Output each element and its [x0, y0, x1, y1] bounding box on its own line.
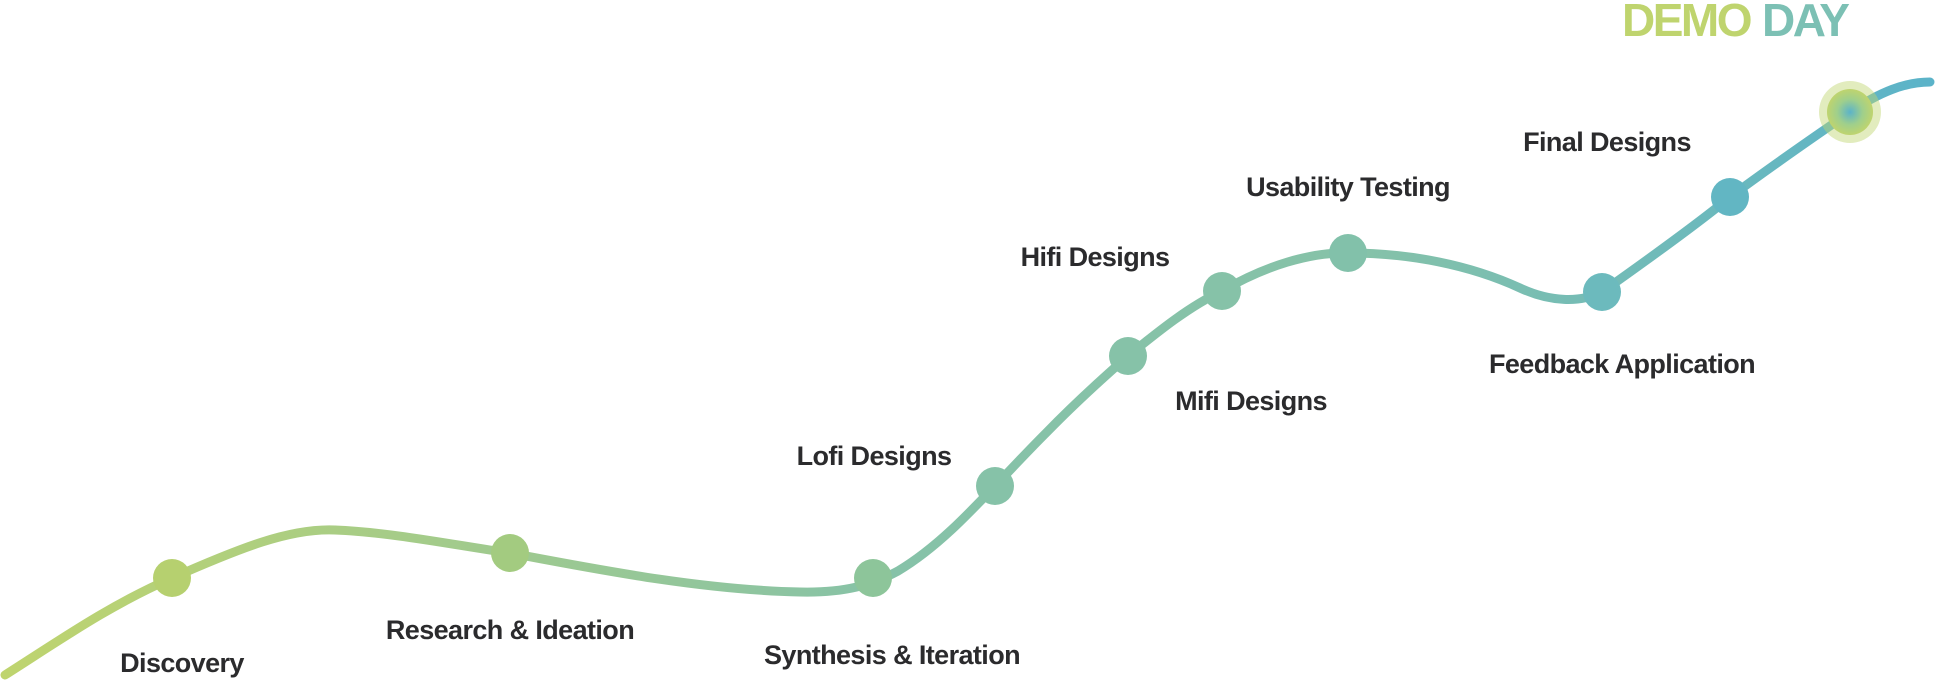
journey-path	[0, 77, 1935, 680]
milestone-label-usability-testing: Usability Testing	[1246, 172, 1450, 202]
goal-core	[1827, 89, 1873, 135]
milestone-label-feedback-application: Feedback Application	[1489, 349, 1755, 379]
milestone-label-research-ideation: Research & Ideation	[386, 615, 634, 645]
milestone-label-final-designs: Final Designs	[1523, 127, 1691, 157]
demo-day-title-part1: DEMO	[1622, 0, 1751, 46]
milestone-dot	[1109, 337, 1147, 375]
milestone-dots	[153, 178, 1749, 597]
milestone-dot	[1329, 234, 1367, 272]
milestone-dot	[1711, 178, 1749, 216]
demo-day-title-part2: DAY	[1762, 0, 1849, 46]
milestone-dot	[854, 559, 892, 597]
milestone-labels: Discovery Research & Ideation Synthesis …	[120, 127, 1755, 678]
milestone-dot	[1583, 273, 1621, 311]
milestone-dot	[153, 559, 191, 597]
milestone-dot	[1203, 272, 1241, 310]
milestone-label-hifi-designs: Hifi Designs	[1021, 242, 1170, 272]
milestone-dot	[976, 467, 1014, 505]
milestone-label-mifi-designs: Mifi Designs	[1175, 386, 1327, 416]
demo-day-goal-marker	[1819, 81, 1881, 143]
milestone-label-discovery: Discovery	[120, 648, 244, 678]
milestone-label-lofi-designs: Lofi Designs	[797, 441, 952, 471]
milestone-label-synthesis-iteration: Synthesis & Iteration	[764, 640, 1020, 670]
milestone-dot	[491, 534, 529, 572]
